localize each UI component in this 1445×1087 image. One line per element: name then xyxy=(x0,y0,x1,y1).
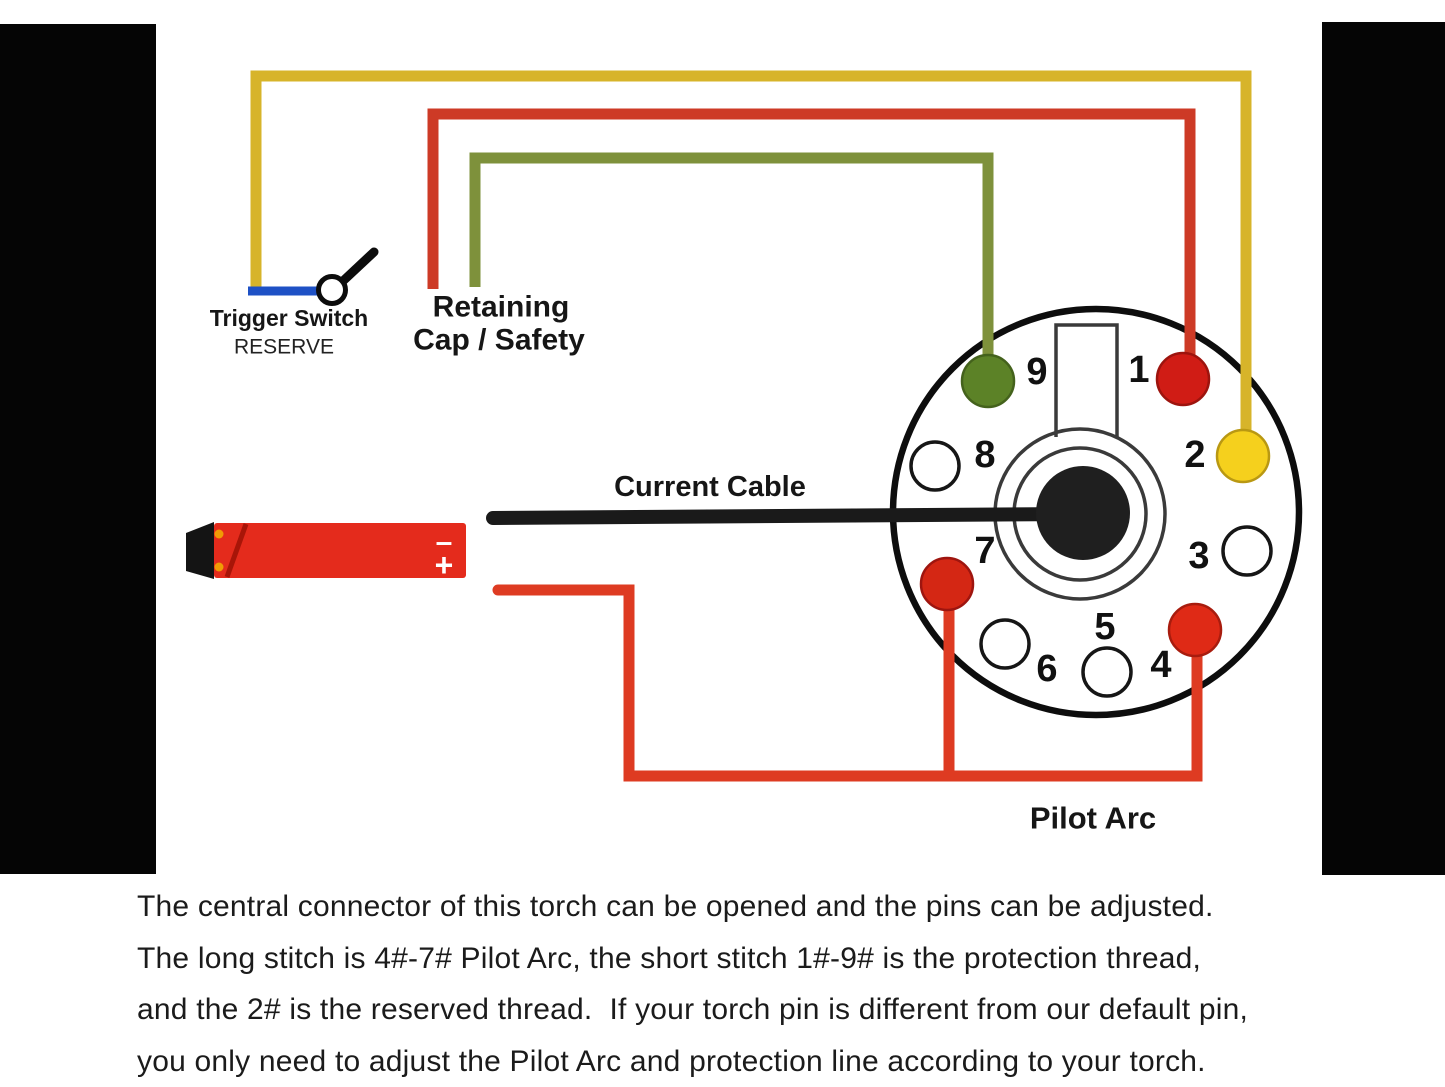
pin-8 xyxy=(909,440,961,492)
pin-4 xyxy=(1167,602,1223,658)
switch-pivot xyxy=(316,274,348,306)
pilot-arc-label: Pilot Arc xyxy=(1030,801,1156,836)
wire-yellow-reserve xyxy=(250,70,1252,452)
torch-contact-dot-bottom xyxy=(214,562,224,572)
torch-body-edge xyxy=(224,523,249,578)
connector-keyway xyxy=(1054,323,1119,437)
pin-6 xyxy=(979,618,1031,670)
left-letterbox-bar xyxy=(0,24,156,874)
connector-center-contact xyxy=(1036,466,1130,560)
pin-9 xyxy=(960,353,1016,409)
torch-tip xyxy=(186,522,214,579)
pin-5-number: 5 xyxy=(1094,606,1115,648)
torch-body xyxy=(214,523,466,578)
pin-1 xyxy=(1155,351,1211,407)
right-letterbox-bar xyxy=(1322,22,1445,875)
caption-text: The central connector of this torch can … xyxy=(137,881,1387,1087)
reserve-label: RESERVE xyxy=(234,336,334,359)
pin-7-number: 7 xyxy=(974,530,995,572)
caption-line-2: The long stitch is 4#-7# Pilot Arc, the … xyxy=(137,941,1202,975)
torch-plus-label: + xyxy=(435,547,454,583)
pin-8-number: 8 xyxy=(974,434,995,476)
pin-2 xyxy=(1215,428,1271,484)
pin-3 xyxy=(1221,525,1273,577)
wire-red-pilot-arc xyxy=(492,584,1203,782)
pin-5 xyxy=(1081,646,1133,698)
retaining-cap-label-line1: Retaining xyxy=(433,291,570,324)
caption-line-1: The central connector of this torch can … xyxy=(137,890,1214,923)
torch-minus-label: – xyxy=(436,526,453,559)
pin-1-number: 1 xyxy=(1128,349,1149,391)
retaining-cap-label-line2: Cap / Safety xyxy=(413,324,585,357)
pin-6-number: 6 xyxy=(1036,648,1057,690)
caption-line-3: and the 2# is the reserved thread. If yo… xyxy=(137,993,1248,1026)
pin-4-number: 4 xyxy=(1150,644,1171,686)
pin-9-number: 9 xyxy=(1026,351,1047,393)
caption-line-4: you only need to adjust the Pilot Arc an… xyxy=(137,1044,1206,1078)
pin-3-number: 3 xyxy=(1188,535,1209,577)
pin-7 xyxy=(919,556,975,612)
current-cable-label: Current Cable xyxy=(614,471,806,503)
switch-lever xyxy=(338,247,379,286)
current-cable-line xyxy=(486,507,1086,525)
wire-red-safety xyxy=(427,108,1196,376)
diagram-canvas: – + 1 2 3 4 5 6 7 8 9 Trigger Switch RES… xyxy=(0,22,1445,875)
pin-2-number: 2 xyxy=(1184,434,1205,476)
trigger-switch-label: Trigger Switch xyxy=(210,305,368,331)
wire-green-safety xyxy=(469,152,994,378)
torch-contact-dot-top xyxy=(214,529,224,539)
